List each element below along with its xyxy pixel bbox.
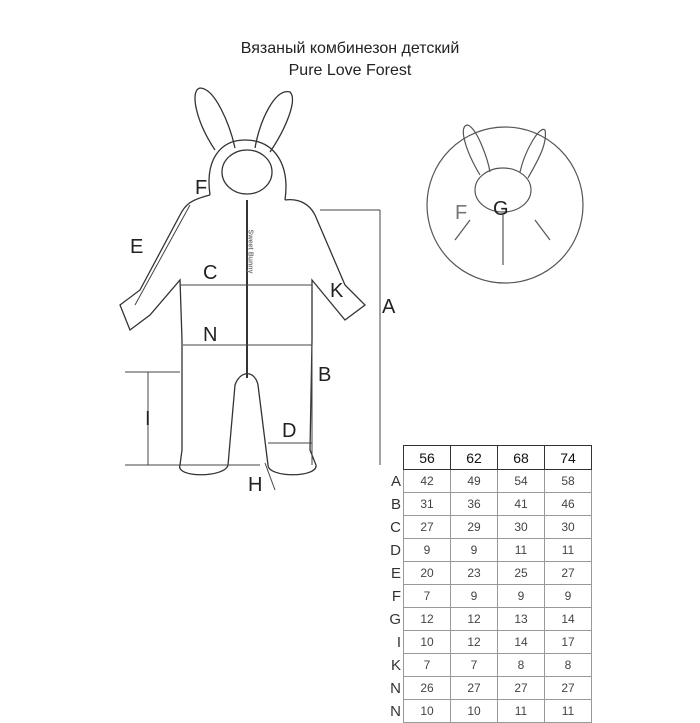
row-label: E (390, 564, 401, 582)
table-cell: 30 (544, 515, 592, 539)
label-a: A (382, 296, 396, 318)
table-cell: 27 (403, 515, 451, 539)
label-k: K (330, 280, 344, 302)
table-cell: 30 (497, 515, 545, 539)
row-label: A (390, 472, 401, 490)
table-cell: 10 (450, 699, 498, 723)
table-cell: 7 (403, 584, 451, 608)
suit-body (119, 194, 366, 476)
size-header: 68 (497, 445, 545, 470)
row-label: G (389, 610, 401, 628)
hood (208, 139, 287, 201)
table-cell: 29 (450, 515, 498, 539)
label-f-detail: F (455, 202, 468, 224)
row-label: C (390, 518, 401, 536)
table-cell: 27 (497, 676, 545, 700)
label-h: H (248, 474, 263, 496)
row-label: N (390, 702, 401, 720)
label-g: G (493, 198, 509, 220)
table-cell: 25 (497, 561, 545, 585)
label-n: N (203, 324, 218, 346)
table-cell: 11 (544, 538, 592, 562)
label-i: I (145, 408, 151, 430)
table-cell: 13 (497, 607, 545, 631)
table-cell: 9 (497, 584, 545, 608)
table-cell: 26 (403, 676, 451, 700)
table-cell: 41 (497, 492, 545, 516)
label-d: D (282, 420, 297, 442)
row-label: B (390, 495, 401, 513)
table-cell: 54 (497, 469, 545, 493)
table-cell: 42 (403, 469, 451, 493)
row-label: I (396, 633, 401, 651)
table-cell: 9 (450, 538, 498, 562)
row-label: D (390, 541, 401, 559)
table-cell: 23 (450, 561, 498, 585)
table-cell: 10 (403, 699, 451, 723)
table-cell: 7 (403, 653, 451, 677)
table-cell: 14 (544, 607, 592, 631)
detail-circle (426, 126, 584, 284)
table-cell: 7 (450, 653, 498, 677)
table-cell: 9 (450, 584, 498, 608)
table-cell: 10 (403, 630, 451, 654)
table-cell: 49 (450, 469, 498, 493)
table-cell: 20 (403, 561, 451, 585)
row-label: K (390, 656, 401, 674)
table-cell: 12 (450, 607, 498, 631)
label-c: C (203, 262, 218, 284)
label-b: B (318, 364, 332, 386)
table-cell: 36 (450, 492, 498, 516)
left-ear (194, 87, 236, 151)
table-cell: 14 (497, 630, 545, 654)
garment-diagram (119, 87, 584, 491)
table-cell: 11 (497, 699, 545, 723)
table-cell: 8 (497, 653, 545, 677)
table-cell: 27 (450, 676, 498, 700)
size-header: 74 (544, 445, 592, 470)
label-f: F (195, 177, 208, 199)
table-cell: 11 (497, 538, 545, 562)
table-cell: 12 (403, 607, 451, 631)
table-cell: 11 (544, 699, 592, 723)
product-title: Вязаный комбинезон детский (240, 40, 460, 57)
size-header: 56 (403, 445, 451, 470)
table-cell: 9 (403, 538, 451, 562)
row-label: N (390, 679, 401, 697)
label-e: E (130, 236, 144, 258)
size-header: 62 (450, 445, 498, 470)
product-subtitle: Pure Love Forest (288, 62, 412, 79)
table-cell: 9 (544, 584, 592, 608)
right-ear (254, 91, 294, 153)
garment-print: Sweet Bunny (246, 229, 254, 274)
row-label: F (391, 587, 401, 605)
table-cell: 12 (450, 630, 498, 654)
table-cell: 58 (544, 469, 592, 493)
table-cell: 31 (403, 492, 451, 516)
table-cell: 46 (544, 492, 592, 516)
table-cell: 27 (544, 561, 592, 585)
table-cell: 27 (544, 676, 592, 700)
table-cell: 17 (544, 630, 592, 654)
table-cell: 8 (544, 653, 592, 677)
